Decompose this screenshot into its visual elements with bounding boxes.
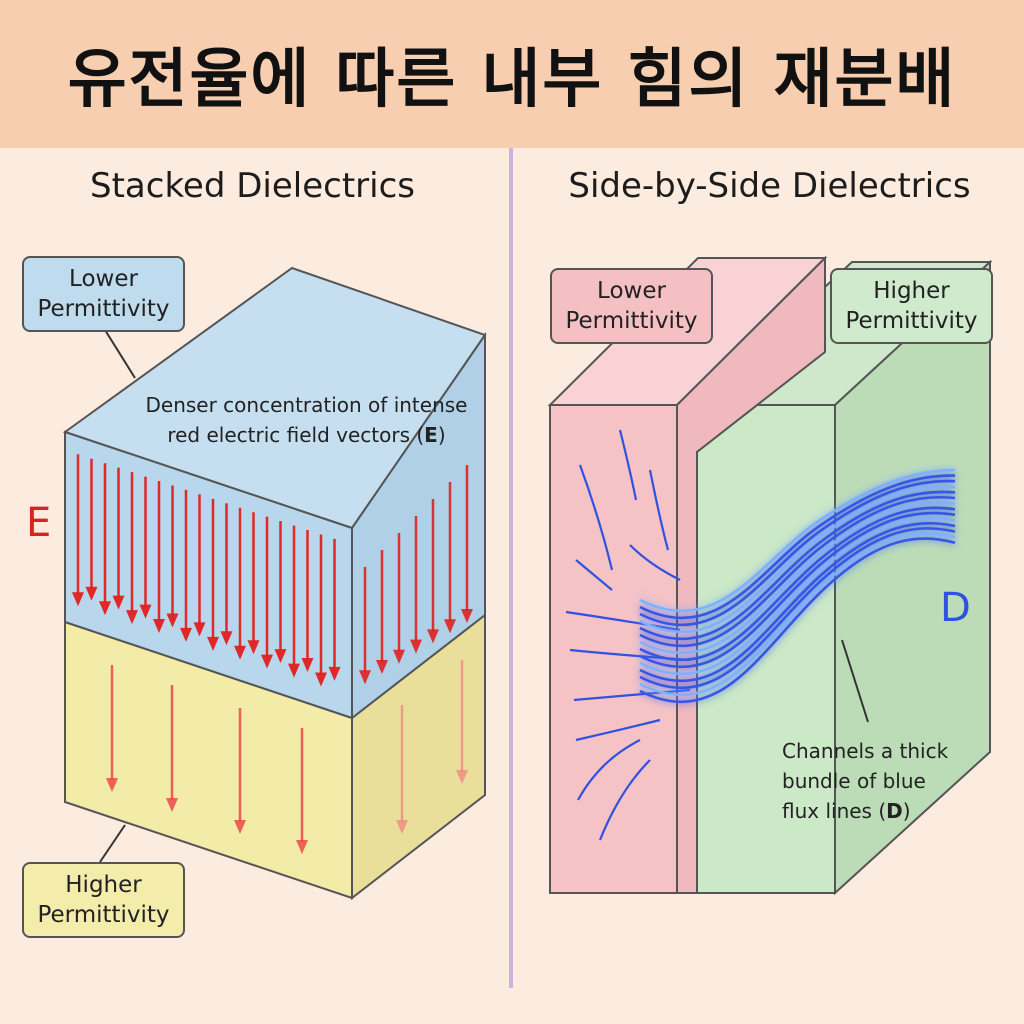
e-field-arrow-head (72, 592, 84, 607)
panel-divider (509, 148, 513, 988)
flux-annotation-prefix: flux lines ( (782, 799, 887, 823)
sparse-field-line (648, 469, 670, 551)
stacked-annotation: Denser concentration of intense red elec… (134, 390, 479, 450)
flux-annotation-leader (841, 639, 869, 723)
side-lower-permittivity-text: Lower Permittivity (565, 278, 698, 334)
lower-permittivity-text: Lower Permittivity (37, 266, 170, 322)
flux-line (639, 511, 956, 669)
sparse-field-line (569, 648, 691, 662)
page-title: 유전율에 따른 내부 힘의 재분배 (67, 43, 957, 117)
sparse-field-line (575, 718, 661, 742)
side-higher-permittivity-text: Higher Permittivity (845, 278, 978, 334)
e-field-arrow-head (301, 658, 314, 673)
e-field-side-arrow-head (410, 639, 422, 654)
sparse-field-line (573, 688, 691, 702)
e-field-arrow-head (220, 631, 233, 646)
e-field-side-arrow-head (376, 660, 388, 674)
flux-line (639, 485, 956, 634)
flux-symbol: D (940, 585, 971, 631)
left-panel-title: Stacked Dielectrics (90, 166, 415, 206)
stacked-dielectrics-diagram (62, 266, 487, 901)
higher-permittivity-text: Higher Permittivity (37, 872, 170, 928)
sparse-field-line (578, 464, 614, 571)
lower-permittivity-label: Lower Permittivity (22, 256, 185, 332)
stacked-annotation-line2: red electric field vectors (E) (134, 420, 479, 450)
e-field-arrow-head (261, 654, 273, 669)
e-field-arrow-head (247, 640, 260, 655)
e-field-arrow-head (328, 666, 341, 681)
e-field-arrow-head (99, 601, 111, 616)
e-field-weak-arrow-head (296, 840, 308, 854)
flux-line (639, 495, 956, 648)
flux-line (639, 527, 956, 690)
flux-line (639, 474, 956, 620)
sparse-field-line (618, 429, 638, 501)
flux-annotation-line1: Channels a thick (782, 739, 949, 763)
flux-line (639, 506, 956, 662)
title-banner: 유전율에 따른 내부 힘의 재분배 (0, 0, 1024, 148)
e-field-side-arrow-head (461, 609, 473, 623)
right-panel-title: Side-by-Side Dielectrics (568, 166, 971, 206)
e-field-arrow-head (139, 604, 152, 619)
stacked-annotation-suffix: ) (437, 423, 446, 447)
sparse-field-line (629, 544, 681, 581)
e-field-weak-arrow-head (234, 820, 246, 834)
flux-line (639, 521, 956, 683)
top-label-leader (104, 329, 136, 379)
electric-field-arrows (72, 454, 473, 854)
flux-annotation-line3: flux lines (D) (782, 796, 972, 826)
e-field-arrow-head (85, 586, 98, 601)
stacked-annotation-symbol: E (424, 423, 438, 447)
bottom-label-leader (99, 824, 126, 863)
flux-line (639, 490, 956, 641)
flux-bundle (639, 468, 956, 704)
flux-annotation-suffix: ) (902, 799, 911, 823)
e-field-arrow-head (153, 619, 165, 634)
flux-annotation-line2: bundle of blue (782, 769, 926, 793)
e-field-side-arrow-head (427, 629, 439, 644)
flux-line (639, 537, 956, 704)
e-field-side-arrow-head (393, 649, 405, 664)
e-field-side-arrow-head (444, 619, 456, 634)
stacked-annotation-prefix: red electric field vectors ( (167, 423, 425, 447)
e-field-arrow-head (288, 663, 300, 678)
e-field-arrow-head (207, 636, 219, 651)
e-field-arrow-head (315, 672, 327, 687)
lower-slab-front (549, 404, 678, 894)
stacked-annotation-line1: Denser concentration of intense (145, 393, 468, 417)
e-field-arrow-head (166, 613, 179, 628)
side-higher-permittivity-label: Higher Permittivity (830, 268, 993, 344)
flux-line (639, 516, 956, 676)
flux-line (639, 532, 956, 697)
flux-line (639, 501, 956, 655)
higher-permittivity-label: Higher Permittivity (22, 862, 185, 938)
side-lower-permittivity-label: Lower Permittivity (550, 268, 713, 344)
flux-line (639, 479, 956, 627)
e-field-side-arrow-head (359, 670, 371, 685)
electric-field-symbol: E (26, 500, 52, 546)
e-field-weak-arrow-head (106, 778, 118, 792)
e-field-arrow-head (180, 627, 192, 642)
e-field-arrow-head (112, 595, 125, 610)
sparse-field-line (575, 559, 613, 591)
e-field-weak-side-arrow-head (456, 770, 468, 784)
e-field-weak-side-arrow-head (396, 820, 408, 834)
sparse-field-line (577, 739, 641, 801)
flux-annotation-symbol: D (886, 799, 903, 823)
sparse-field-line (565, 610, 681, 632)
e-field-weak-arrow-head (166, 798, 178, 812)
flux-annotation: Channels a thick bundle of blue flux lin… (782, 736, 972, 826)
e-field-arrow-head (193, 622, 206, 637)
sparse-field-lines (565, 429, 691, 841)
e-field-arrow-head (234, 645, 246, 660)
e-field-arrow-head (126, 610, 138, 625)
flux-line (639, 468, 956, 613)
sparse-field-line (598, 759, 651, 841)
e-field-arrow-head (274, 649, 287, 664)
